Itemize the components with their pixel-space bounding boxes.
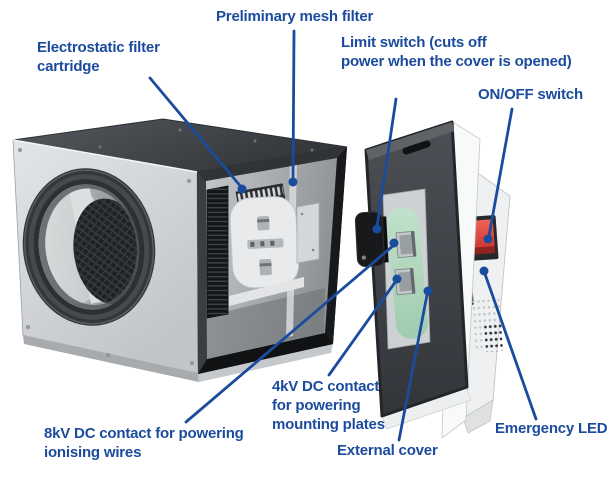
cover-handle-slot	[402, 140, 431, 155]
filter-housing	[12, 118, 348, 382]
housing-base-front	[23, 335, 199, 382]
housing-interior	[197, 147, 347, 374]
leader-line-external-cover	[397, 293, 429, 442]
perforation-grid	[472, 298, 503, 353]
leader-line-on-off-switch	[487, 107, 514, 238]
housing-base-right	[198, 344, 333, 382]
callout-emergency-led: Emergency LED	[495, 420, 608, 437]
leader-lines	[148, 29, 538, 442]
leader-dot-on-off-switch	[483, 234, 493, 244]
callout-preliminary-mesh-filter: Preliminary mesh filter	[216, 8, 374, 25]
leader-dot-preliminary-mesh-filter	[288, 177, 298, 187]
emergency-led	[483, 320, 503, 353]
leader-dot-external-cover	[423, 286, 433, 296]
leader-line-contact-4kv	[327, 279, 398, 377]
leader-line-preliminary-mesh-filter	[291, 29, 296, 183]
contact-4kv-block	[394, 267, 416, 296]
leader-line-emergency-led	[483, 272, 538, 421]
leader-line-contact-8kv	[184, 243, 396, 424]
contact-8kv-block	[395, 230, 417, 259]
housing-front-screws	[18, 148, 194, 365]
interior-shadow	[207, 288, 325, 359]
duct-opening	[30, 177, 148, 317]
housing-top-screws	[98, 128, 314, 152]
leader-dot-contact-8kv	[389, 238, 399, 248]
corrugated-filter	[206, 185, 229, 319]
gasket-panel	[382, 188, 431, 350]
mesh-filter-visible	[73, 198, 145, 304]
callout-on-off-switch: ON/OFF switch	[478, 86, 583, 103]
callout-contact-8kv: 8kV DC contact for powering ionising wir…	[44, 425, 244, 461]
leader-line-limit-switch	[375, 97, 398, 229]
front-top-highlight	[12, 139, 198, 173]
leader-line-electrostatic-cartridge	[148, 76, 244, 190]
electrostatic-cartridge	[229, 196, 300, 289]
callout-contact-4kv: 4kV DC contact for powering mounting pla…	[272, 378, 385, 433]
callout-electrostatic-filter-cartridge: Electrostatic filter cartridge	[37, 39, 160, 75]
interior-bracket	[296, 202, 320, 264]
interior-sill	[229, 277, 304, 306]
callout-limit-switch: Limit switch (cuts off power when the co…	[341, 34, 572, 70]
leader-dot-electrostatic-cartridge	[237, 184, 247, 194]
duct-collar	[22, 168, 156, 326]
callout-external-cover: External cover	[337, 442, 438, 459]
leader-dot-emergency-led	[479, 266, 489, 276]
leader-dot-limit-switch	[372, 224, 382, 234]
leader-dot-contact-4kv	[392, 274, 402, 284]
limit-switch-actuator	[354, 211, 389, 268]
